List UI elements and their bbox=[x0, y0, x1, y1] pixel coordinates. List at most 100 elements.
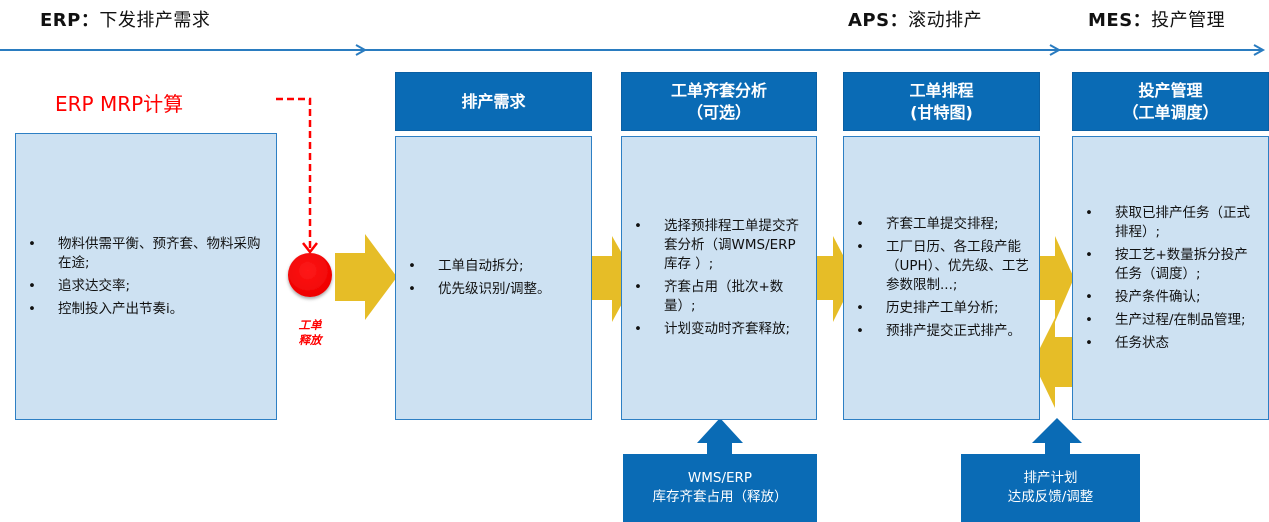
list-item: •物料供需平衡、预齐套、物料采购在途; bbox=[26, 235, 268, 273]
stage-label-mes: MES：投产管理 bbox=[1088, 6, 1225, 32]
column-header-production: 投产管理 （工单调度） bbox=[1072, 72, 1269, 131]
bullet: • bbox=[28, 300, 36, 317]
list-item: • 工单自动拆分; bbox=[406, 257, 583, 276]
list-item-text: 齐套工单提交排程; bbox=[886, 216, 999, 232]
list-item-text: 选择预排程工单提交齐套分析（调WMS/ERP库存 ）; bbox=[664, 218, 799, 272]
list-item: • 齐套占用（批次+数量）; bbox=[632, 278, 808, 316]
feedback-input-box: 排产计划 达成反馈/调整 bbox=[961, 454, 1140, 522]
header-line: (甘特图) bbox=[910, 102, 973, 122]
column-header-kitting: 工单齐套分析 （可选） bbox=[621, 72, 817, 131]
list-item-text: 优先级识别/调整。 bbox=[438, 281, 551, 297]
mrp-title: ERP MRP计算 bbox=[55, 92, 184, 116]
header-line: 排产需求 bbox=[461, 91, 526, 111]
list-item-text: 计划变动时齐套释放; bbox=[664, 321, 791, 337]
stage-separator: ： bbox=[1132, 10, 1152, 31]
list-item-text: 工厂日历、各工段产能（UPH）、优先级、工艺参数限制...; bbox=[886, 239, 1029, 293]
stage-text: 投产管理 bbox=[1151, 10, 1226, 31]
list-item: • 投产条件确认; bbox=[1083, 288, 1260, 307]
list-item-text: 控制投入产出节奏i。 bbox=[58, 300, 184, 317]
timeline-arrow-mes bbox=[1253, 44, 1266, 56]
input-line: 库存齐套占用（释放） bbox=[652, 489, 788, 505]
bullet: • bbox=[1085, 204, 1093, 221]
column-body-demand: • 工单自动拆分; • 优先级识别/调整。 bbox=[395, 136, 592, 420]
header-line: 工单齐套分析 bbox=[670, 80, 767, 100]
bullet: • bbox=[856, 323, 864, 339]
bullet: • bbox=[1085, 311, 1093, 328]
list-item: • 选择预排程工单提交齐套分析（调WMS/ERP库存 ）; bbox=[632, 217, 808, 274]
flow-arrow-2 bbox=[590, 236, 636, 322]
input-line: 达成反馈/调整 bbox=[1007, 489, 1094, 505]
mrp-box: •物料供需平衡、预齐套、物料采购在途; • 追求达交率; • 控制投入产出节奏i。 bbox=[15, 133, 277, 420]
bullet: • bbox=[634, 321, 642, 337]
header-line: 工单排程 bbox=[909, 80, 974, 100]
list-item-text: 投产条件确认; bbox=[1115, 288, 1201, 305]
stage-label-erp: ERP：下发排产需求 bbox=[40, 6, 210, 32]
column-body-kitting: • 选择预排程工单提交齐套分析（调WMS/ERP库存 ）; • 齐套占用（批次+数量… bbox=[621, 136, 817, 420]
list-item: • 任务状态 bbox=[1083, 334, 1260, 353]
bullet: • bbox=[1085, 246, 1093, 263]
list-item-text: 追求达交率; bbox=[58, 277, 131, 294]
stage-separator: ： bbox=[80, 10, 100, 31]
stage-text: 滚动排产 bbox=[908, 10, 983, 31]
stage-system: ERP bbox=[40, 10, 81, 31]
flow-arrow-4 bbox=[1033, 236, 1074, 322]
timeline-arrow-erp bbox=[355, 44, 368, 56]
stage-label-aps: APS：滚动排产 bbox=[848, 6, 982, 32]
column-header-demand: 排产需求 bbox=[395, 72, 592, 131]
bullet: • bbox=[634, 279, 642, 295]
release-label-line: 释放 bbox=[298, 333, 322, 347]
column-list: • 选择预排程工单提交齐套分析（调WMS/ERP库存 ）; • 齐套占用（批次+数量… bbox=[622, 213, 816, 343]
bullet: • bbox=[28, 277, 36, 294]
release-label-line: 工单 bbox=[298, 318, 322, 332]
stage-system: MES bbox=[1088, 10, 1133, 31]
input-line: WMS/ERP bbox=[687, 470, 753, 486]
list-item-text: 物料供需平衡、预齐套、物料采购在途; bbox=[58, 235, 261, 271]
list-item-text: 齐套占用（批次+数量）; bbox=[664, 279, 784, 314]
flow-arrow-1 bbox=[335, 234, 397, 320]
list-item-text: 预排产提交正式排产。 bbox=[886, 323, 1021, 339]
list-item: • 生产过程/在制品管理; bbox=[1083, 311, 1260, 330]
mrp-dashed-connector bbox=[276, 97, 312, 250]
input-line: 排产计划 bbox=[1023, 470, 1078, 486]
bullet: • bbox=[634, 218, 642, 234]
list-item: • 工厂日历、各工段产能（UPH）、优先级、工艺参数限制...; bbox=[854, 238, 1031, 295]
list-item-text: 生产过程/在制品管理; bbox=[1115, 311, 1246, 328]
header-line: 投产管理 bbox=[1138, 80, 1203, 100]
work-order-release-label: 工单 释放 bbox=[290, 318, 330, 348]
inventory-input-box: WMS/ERP 库存齐套占用（释放） bbox=[623, 454, 817, 522]
stage-system: APS bbox=[848, 10, 890, 31]
stage-separator: ： bbox=[889, 10, 909, 31]
column-list: • 获取已排产任务（正式排程）; • 按工艺+数量拆分投产任务（调度）; • 投产条件… bbox=[1073, 200, 1268, 357]
bullet: • bbox=[856, 216, 864, 232]
bullet: • bbox=[856, 239, 864, 255]
header-line: （工单调度） bbox=[1122, 102, 1219, 122]
stage-text: 下发排产需求 bbox=[99, 10, 211, 31]
list-item-text: 历史排产工单分析; bbox=[886, 300, 999, 316]
column-header-scheduling: 工单排程 (甘特图) bbox=[843, 72, 1040, 131]
mrp-arrowhead bbox=[302, 242, 318, 255]
column-list: • 工单自动拆分; • 优先级识别/调整。 bbox=[396, 253, 591, 303]
list-item-text: 工单自动拆分; bbox=[438, 258, 524, 274]
timeline-arrow-aps bbox=[1049, 44, 1062, 56]
list-item: • 优先级识别/调整。 bbox=[406, 280, 583, 299]
list-item: • 按工艺+数量拆分投产任务（调度）; bbox=[1083, 246, 1260, 284]
list-item-text: 获取已排产任务（正式排程）; bbox=[1115, 204, 1250, 240]
list-item: • 齐套工单提交排程; bbox=[854, 215, 1031, 234]
column-body-production: • 获取已排产任务（正式排程）; • 按工艺+数量拆分投产任务（调度）; • 投产条件… bbox=[1072, 136, 1269, 420]
bullet: • bbox=[1085, 334, 1093, 351]
mrp-list: •物料供需平衡、预齐套、物料采购在途; • 追求达交率; • 控制投入产出节奏i。 bbox=[16, 231, 276, 323]
bullet: • bbox=[1085, 288, 1093, 305]
list-item: • 计划变动时齐套释放; bbox=[632, 320, 808, 339]
list-item: • 控制投入产出节奏i。 bbox=[26, 300, 268, 319]
list-item-text: 任务状态 bbox=[1115, 334, 1169, 351]
header-line: （可选） bbox=[686, 102, 751, 122]
list-item: • 获取已排产任务（正式排程）; bbox=[1083, 204, 1260, 242]
bullet: • bbox=[408, 258, 416, 274]
feedback-arrow bbox=[1033, 318, 1075, 408]
release-point-icon bbox=[288, 253, 332, 297]
list-item-text: 按工艺+数量拆分投产任务（调度）; bbox=[1115, 246, 1248, 282]
bullet: • bbox=[408, 281, 416, 297]
column-list: • 齐套工单提交排程; • 工厂日历、各工段产能（UPH）、优先级、工艺参数限制..… bbox=[844, 211, 1039, 345]
column-body-scheduling: • 齐套工单提交排程; • 工厂日历、各工段产能（UPH）、优先级、工艺参数限制..… bbox=[843, 136, 1040, 420]
feedback-up-arrow bbox=[1032, 418, 1082, 455]
